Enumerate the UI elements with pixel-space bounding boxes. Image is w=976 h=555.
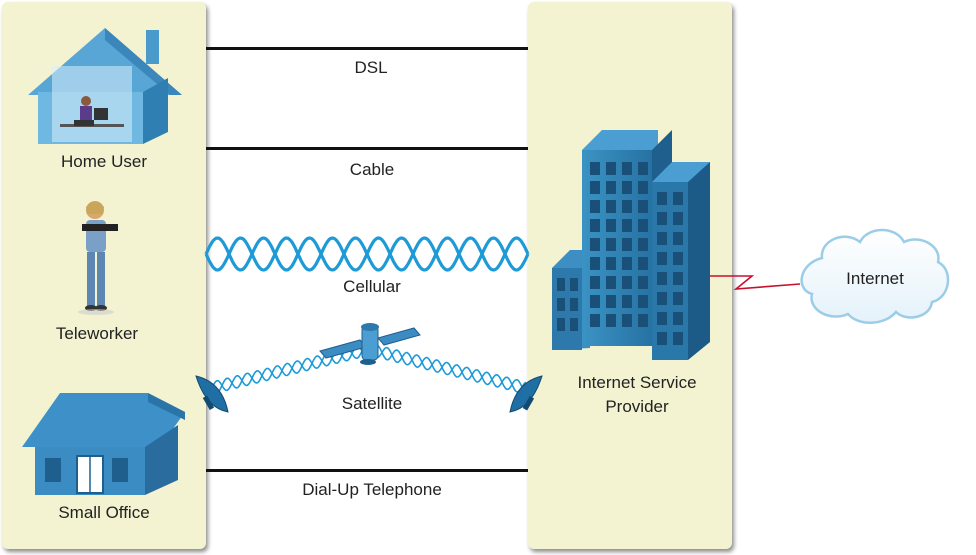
building-window (638, 162, 648, 175)
building-window (557, 318, 565, 331)
teleworker-label: Teleworker (55, 324, 139, 343)
building-window (606, 238, 616, 251)
dialup-label: Dial-Up Telephone (302, 480, 442, 499)
building-window (622, 276, 632, 289)
small-office-label: Small Office (58, 503, 150, 522)
building-window (638, 276, 648, 289)
building-window (673, 212, 683, 225)
building-window (590, 276, 600, 289)
isp-building-windows (557, 162, 683, 345)
cable-line (206, 147, 528, 150)
building-window (638, 200, 648, 213)
building-window (673, 332, 683, 345)
cable-label: Cable (349, 160, 395, 179)
serial-link-line (710, 275, 801, 290)
building-window (638, 219, 648, 232)
building-window (606, 295, 616, 308)
building-window (606, 314, 616, 327)
cellular-wave (204, 236, 530, 272)
building-window (622, 162, 632, 175)
building-window (638, 257, 648, 270)
small-office-building-icon (22, 393, 185, 495)
building-window (622, 295, 632, 308)
dialup-line (206, 469, 528, 472)
isp-label-line1: Internet Service (577, 373, 697, 392)
building-window (606, 200, 616, 213)
building-window (673, 232, 683, 245)
satellite-wave-left-strand (211, 343, 367, 394)
building-window (557, 278, 565, 291)
building-window (557, 298, 565, 311)
building-window (622, 257, 632, 270)
building-window (673, 192, 683, 205)
building-window (590, 257, 600, 270)
building-window (673, 312, 683, 325)
building-window (606, 276, 616, 289)
building-window (606, 181, 616, 194)
building-window (606, 162, 616, 175)
dsl-line (206, 47, 528, 50)
building-window (638, 295, 648, 308)
home-user-label: Home User (61, 152, 147, 171)
building-window (657, 292, 667, 305)
building-window (657, 272, 667, 285)
building-window (657, 232, 667, 245)
building-window (622, 181, 632, 194)
building-window (606, 219, 616, 232)
building-window (570, 318, 578, 331)
cellular-label: Cellular (343, 277, 401, 296)
satellite-icon (319, 323, 421, 365)
building-window (657, 192, 667, 205)
building-window (606, 257, 616, 270)
building-window (590, 181, 600, 194)
internet-label: Internet (846, 269, 904, 288)
satellite-wave-right-strand (371, 346, 527, 393)
building-window (638, 314, 648, 327)
building-window (590, 314, 600, 327)
building-window (657, 252, 667, 265)
dsl-label: DSL (354, 58, 388, 77)
building-window (657, 312, 667, 325)
building-window (673, 292, 683, 305)
building-window (590, 162, 600, 175)
building-window (638, 181, 648, 194)
satellite-label: Satellite (341, 394, 403, 413)
building-window (590, 238, 600, 251)
building-window (590, 295, 600, 308)
building-window (590, 219, 600, 232)
building-window (622, 314, 632, 327)
teleworker-person-icon (78, 201, 118, 315)
building-window (622, 200, 632, 213)
building-window (673, 272, 683, 285)
isp-label-line2: Provider (605, 397, 669, 416)
building-window (570, 298, 578, 311)
cellular-wave-strand (204, 236, 530, 272)
building-window (570, 278, 578, 291)
left-satellite-dish-icon (195, 375, 229, 413)
building-window (657, 332, 667, 345)
building-window (622, 219, 632, 232)
building-window (638, 238, 648, 251)
internet-cloud-icon (800, 228, 950, 324)
building-window (673, 252, 683, 265)
building-window (622, 238, 632, 251)
right-satellite-dish-icon (509, 375, 543, 413)
building-window (590, 200, 600, 213)
home-user-house-icon (28, 28, 182, 144)
satellite-wave-right-strand (371, 344, 527, 395)
building-window (657, 212, 667, 225)
